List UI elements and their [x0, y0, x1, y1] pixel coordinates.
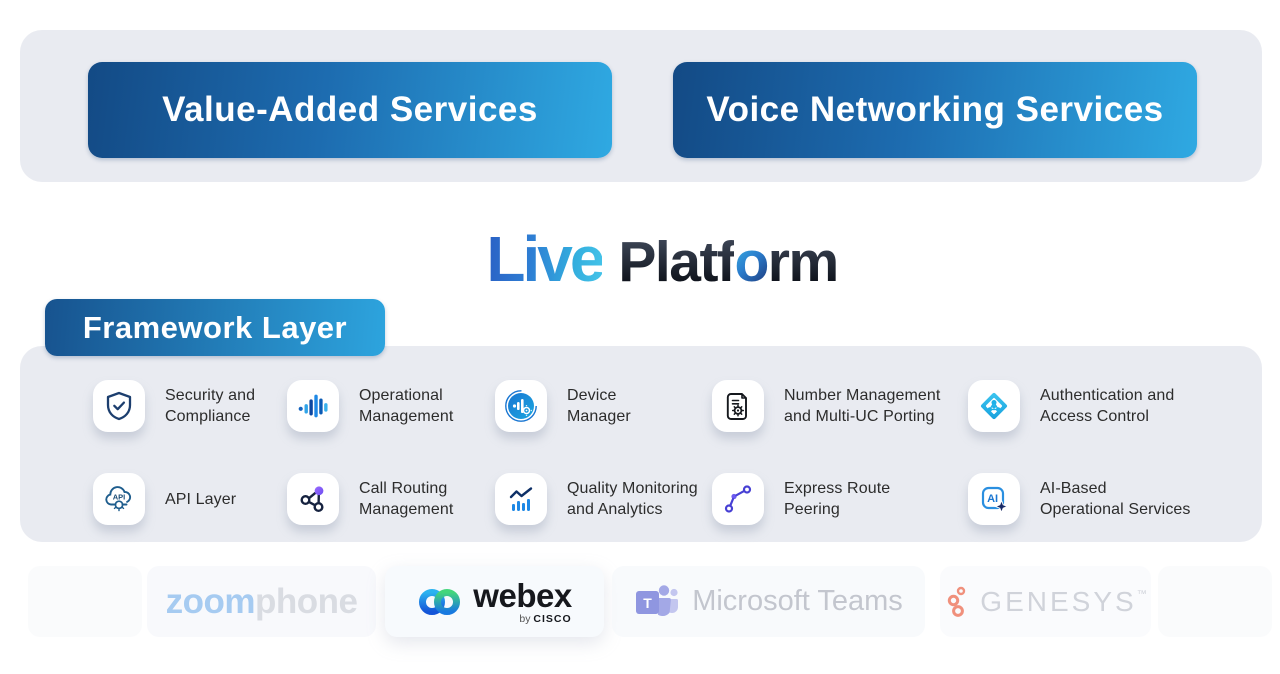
framework-item-api-layer: API API Layer	[93, 473, 236, 525]
services-panel: Value-Added Services Voice Networking Se…	[20, 30, 1262, 191]
framework-item-label: Security and Compliance	[165, 387, 256, 425]
framework-panel: Security and Compliance Operational Mana…	[20, 346, 1262, 551]
logo-platform-o-mark: o	[734, 230, 769, 294]
framework-item-label: Device Manager	[567, 387, 631, 425]
framework-item-label: Quality Monitoring and Analytics	[567, 480, 698, 518]
partner-card-webex: webex by CISCO	[385, 566, 604, 637]
framework-layer-label: Framework Layer	[82, 309, 348, 345]
value-added-services-pill: Value-Added Services	[88, 62, 612, 158]
framework-item-label: AI-Based Operational Services	[1040, 480, 1191, 518]
partner-card-microsoft-teams: T Microsoft Teams	[612, 566, 925, 637]
api-cloud-icon: API	[93, 473, 145, 525]
framework-item-label: Number Management and Multi-UC Porting	[784, 387, 941, 425]
partner-card-edge-right	[1158, 566, 1272, 637]
framework-item-number-management: Number Management and Multi-UC Porting	[712, 380, 940, 432]
voice-networking-services-pill: Voice Networking Services	[673, 62, 1197, 158]
shield-check-icon	[93, 380, 145, 432]
framework-item-label: Call Routing Management	[359, 480, 454, 518]
value-added-services-label: Value-Added Services	[162, 90, 538, 129]
framework-item-label: Express Route Peering	[784, 480, 891, 518]
partner-card-genesys: GENESYS™	[940, 566, 1151, 637]
logo-platform-text-2: rm	[767, 230, 839, 294]
partner-card-edge-left	[28, 566, 142, 637]
framework-item-quality-monitoring: Quality Monitoring and Analytics	[495, 473, 698, 525]
framework-item-security-compliance: Security and Compliance	[93, 380, 255, 432]
share-nodes-icon	[287, 473, 339, 525]
logo-platform-text-1: Platf	[618, 230, 736, 294]
voice-networking-services-label: Voice Networking Services	[706, 90, 1164, 129]
framework-layer-tab: Framework Layer	[45, 299, 385, 356]
phone-logo-text: phone	[254, 581, 358, 621]
route-nodes-icon	[712, 473, 764, 525]
framework-item-express-route: Express Route Peering	[712, 473, 890, 525]
logo-live-text: Live	[486, 223, 605, 295]
identity-diamond-icon	[968, 380, 1020, 432]
api-icon-text: API	[113, 493, 126, 502]
webex-wordmark: webex by CISCO	[473, 576, 572, 625]
ai-icon-text: AI	[987, 493, 998, 505]
device-manager-icon	[495, 380, 547, 432]
ai-sparkle-icon: AI	[968, 473, 1020, 525]
framework-item-label: API Layer	[165, 490, 237, 508]
framework-item-device-manager: Device Manager	[495, 380, 631, 432]
framework-item-operational-management: Operational Management	[287, 380, 453, 432]
teams-icon-letter: T	[643, 595, 652, 611]
cisco-brand-text: CISCO	[533, 612, 572, 625]
framework-item-ai-services: AI AI-Based Operational Services	[968, 473, 1191, 525]
framework-item-label: Authentication and Access Control	[1040, 387, 1175, 425]
trademark-symbol: ™	[1136, 588, 1147, 600]
framework-item-call-routing: Call Routing Management	[287, 473, 453, 525]
genesys-wordmark: GENESYS™	[980, 585, 1147, 617]
framework-item-authentication: Authentication and Access Control	[968, 380, 1174, 432]
zoom-logo-text: zoom	[165, 581, 256, 621]
genesys-rings-icon	[944, 585, 970, 619]
microsoft-teams-icon: T	[634, 582, 680, 622]
framework-item-label: Operational Management	[359, 387, 454, 425]
document-gear-icon	[712, 380, 764, 432]
webex-rings-icon	[417, 584, 463, 620]
equalizer-bars-icon	[287, 380, 339, 432]
microsoft-teams-wordmark: Microsoft Teams	[692, 585, 903, 617]
chart-trend-icon	[495, 473, 547, 525]
